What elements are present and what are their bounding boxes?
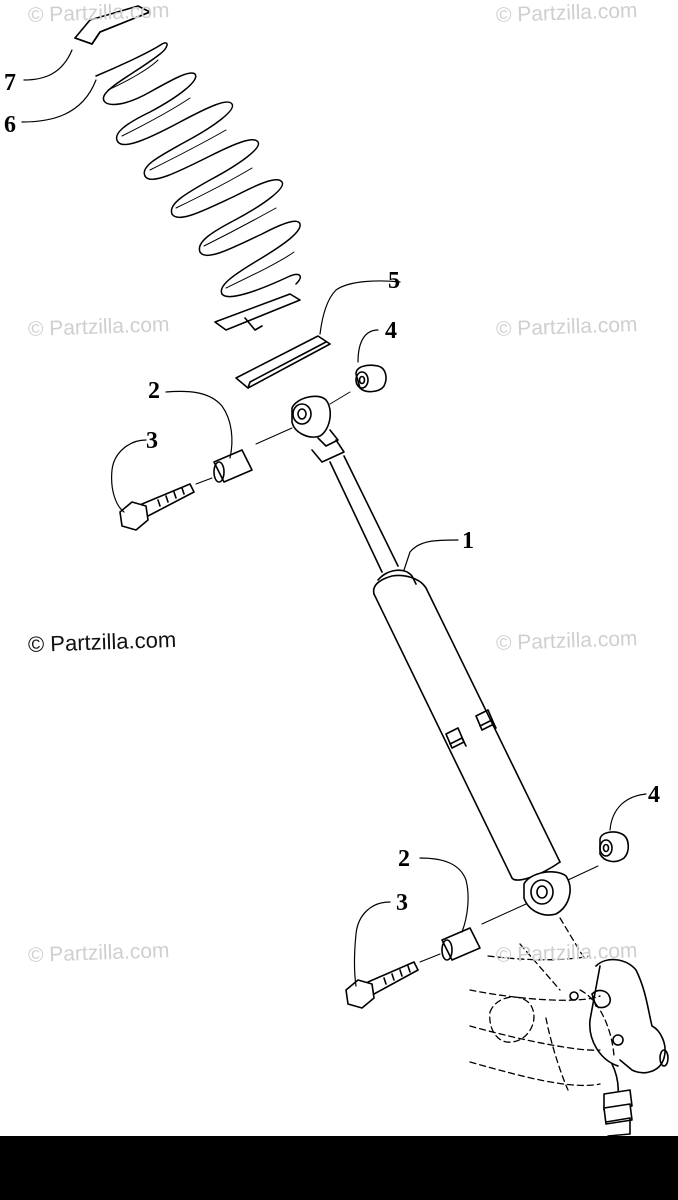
callout-2-lower: 2 [398, 846, 410, 872]
callout-6: 6 [4, 112, 16, 138]
callout-2-upper: 2 [148, 378, 160, 404]
shock-rod [329, 455, 399, 573]
upper-spacer [213, 449, 253, 483]
watermark: © Partzilla.com [27, 939, 170, 967]
shock-body [372, 569, 561, 881]
callout-7: 7 [4, 70, 16, 96]
steering-knuckle [469, 917, 615, 1091]
coil-spring [95, 42, 301, 298]
callout-1: 1 [462, 528, 474, 554]
upper-eye [291, 395, 345, 463]
watermark: © Partzilla.com [27, 313, 170, 341]
retainer [235, 335, 331, 389]
watermark: © Partzilla.com [495, 313, 638, 341]
upper-bolt [119, 483, 195, 531]
watermark: © Partzilla.com [495, 627, 638, 655]
knuckle-solid [569, 958, 669, 1137]
callout-5: 5 [388, 268, 400, 294]
callout-4-upper: 4 [385, 318, 397, 344]
callout-numbers: 7 6 5 4 2 3 1 4 2 3 [4, 70, 660, 916]
assembly-axes [195, 391, 599, 963]
lower-spacer [441, 927, 481, 961]
callout-3-upper: 3 [146, 428, 158, 454]
watermark: © Partzilla.com [495, 0, 638, 27]
leader-lines [21, 49, 647, 987]
callout-4-lower: 4 [648, 782, 660, 808]
upper-nut [355, 364, 387, 393]
watermark: © Partzilla.com [495, 939, 638, 967]
spring-seat [214, 293, 301, 331]
lower-nut [599, 831, 630, 863]
lower-bolt [345, 961, 419, 1009]
spring-cap [74, 5, 151, 45]
lower-eye [523, 871, 571, 916]
bottom-black-bar [0, 1136, 678, 1200]
callout-3-lower: 3 [396, 890, 408, 916]
watermark-dark: © Partzilla.com [27, 626, 177, 657]
watermark: © Partzilla.com [27, 0, 170, 27]
